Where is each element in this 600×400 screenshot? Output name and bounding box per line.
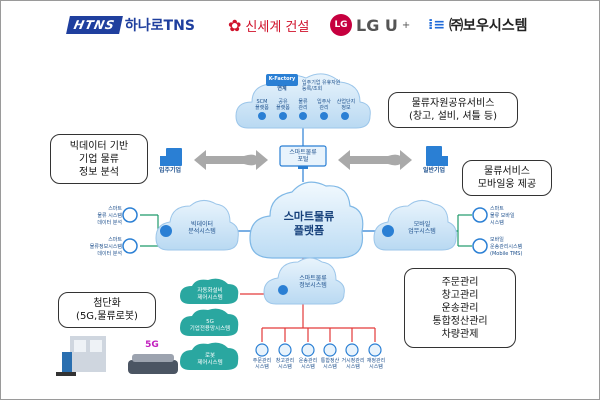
- bottom-system-icons: [255, 343, 382, 357]
- bubble-line: 모바일웅 제공: [477, 179, 537, 190]
- left-item-label: 스마트 물류정보시스템 데이터 분석: [89, 237, 122, 257]
- robot-illustration: [128, 354, 178, 374]
- green-pill-5g: 5G 기업전용망시스템: [189, 319, 231, 332]
- boo-system-logo: ⁞≡ ㈜보우시스템: [428, 14, 527, 36]
- top-cloud-note-2: 등록/조회: [302, 86, 323, 92]
- bubble-line: 물류서비스: [484, 166, 530, 177]
- bubble-line: (창고, 설비, 셔틀 등): [408, 111, 498, 122]
- bottom-cloud-label: 스마트물류 정보시스템: [299, 275, 327, 289]
- logo-row: HTNS 하나로TNS ✿ 신세계 건설 LG LG U+ ⁞≡ ㈜보우시스템: [0, 0, 600, 52]
- top-cloud-item: 공유 플랫폼: [276, 99, 290, 111]
- left-cloud-label: 빅데이터 분석시스템: [188, 221, 216, 235]
- top-cloud-item: 입주사 관리: [317, 99, 331, 111]
- bottom-connectors: [240, 258, 376, 342]
- center-cloud-line-2: 플랫폼: [293, 224, 325, 237]
- left-cloud: [155, 200, 239, 251]
- bubble-line: 창고관리: [441, 289, 479, 301]
- right-double-arrow: [338, 150, 412, 170]
- right-cloud-gear-icon: [382, 225, 394, 237]
- center-cloud: [249, 181, 364, 259]
- bottom-system-label: 주문관리 시스템: [252, 358, 272, 370]
- lg-uplus-plus: +: [401, 19, 411, 31]
- k-factory-title: K-Factory: [268, 76, 296, 82]
- k-factory-badge: [266, 74, 298, 86]
- top-cloud-note-1: 입주기업 유휴자원: [302, 80, 341, 86]
- top-cloud: [235, 73, 371, 129]
- forklift-illustration: [56, 336, 106, 376]
- right-cloud-label: 모바일 업무시스템: [408, 221, 436, 235]
- bubble-line: 빅데이터 기반: [69, 140, 129, 152]
- lg-uplus-logo: LG LG U+: [330, 14, 410, 36]
- portal-label: 스마트물류 포털: [289, 149, 317, 163]
- top-cloud-item: 산업단지 정보: [336, 99, 356, 111]
- bubble-line: 기업 물류: [79, 153, 119, 165]
- right-item-label: 모바일 운송관리시스템 (Mobile TMS): [490, 237, 523, 257]
- center-cloud-line-1: 스마트물류: [283, 210, 335, 223]
- top-cloud-item: 물류 관리: [298, 99, 308, 111]
- bubble-advanced: 첨단화 (5G,물류로봇): [58, 292, 156, 328]
- boo-mark-icon: ⁞≡: [428, 17, 446, 33]
- hanaro-tns-name: 하나로TNS: [124, 18, 195, 34]
- lg-circle-icon: LG: [330, 14, 352, 36]
- bubble-line: 정보 분석: [79, 166, 119, 178]
- green-pill-automation: 자동화설비 제어시스템: [197, 288, 223, 301]
- tenant-left-label: 입주기업: [158, 167, 182, 174]
- shinsegae-flower-icon: ✿: [228, 15, 242, 35]
- top-cloud-circles: [258, 112, 349, 120]
- right-cloud: [373, 200, 457, 251]
- building-icon-right: [426, 146, 448, 166]
- bubble-big-data: 빅데이터 기반 기업 물류 정보 분석: [50, 134, 148, 184]
- shinsegae-name: 신세계 건설: [245, 19, 310, 35]
- bottom-system-label: 운송관리 시스템: [298, 358, 318, 370]
- bottom-system-label: 재정관리 시스템: [366, 358, 386, 370]
- bubble-line: 통합정산관리: [432, 315, 488, 327]
- top-cloud-item: SCM 플랫폼: [255, 99, 269, 111]
- bottom-system-label: 통합정산 시스템: [320, 358, 340, 370]
- bubble-line: 첨단화: [93, 298, 121, 309]
- left-double-arrow: [194, 150, 268, 170]
- left-connectors: [140, 214, 159, 247]
- lg-uplus-name: LG U: [356, 15, 398, 35]
- left-cloud-gear-icon: [160, 225, 172, 237]
- bottom-system-label: 창고관리 시스템: [275, 358, 295, 370]
- tenant-right-label: 일반기업: [422, 167, 446, 174]
- bubble-line: 운송관리: [441, 302, 479, 314]
- htns-logo: HTNS 하나로TNS: [66, 14, 195, 36]
- bubble-line: 차량관제: [441, 328, 479, 340]
- green-clouds: [180, 278, 239, 370]
- bottom-system-label: 거시정관리 시스템: [341, 358, 365, 370]
- left-item-label: 스마트 물류 시스템 데이터 분석: [97, 206, 122, 226]
- bubble-line: 주문관리: [441, 276, 479, 288]
- right-item-label: 스마트 물류 모바일 시스템: [490, 206, 515, 226]
- shinsegae-logo: ✿ 신세계 건설: [228, 14, 309, 36]
- bottom-cloud-gear-icon: [278, 285, 288, 295]
- bubble-line: (5G,물류로봇): [76, 311, 138, 322]
- bubble-line: 물류자원공유서비스: [411, 98, 495, 109]
- bubble-mobile-service: 물류서비스 모바일웅 제공: [462, 160, 552, 196]
- left-item-icons: [122, 207, 138, 254]
- bubble-management-list: 주문관리 창고관리 운송관리 통합정산관리 차량관제: [404, 268, 516, 348]
- k-factory-subtitle: 연계: [277, 86, 287, 92]
- bubble-resource-sharing: 물류자원공유서비스 (창고, 설비, 셔틀 등): [388, 92, 518, 128]
- right-item-icons: [472, 207, 488, 254]
- green-pill-robot: 로봇 제어시스템: [197, 353, 223, 366]
- center-cloud-title: 스마트물류 플랫폼: [262, 210, 356, 238]
- fiveg-label: 5G: [145, 340, 159, 350]
- boo-system-name: ㈜보우시스템: [449, 18, 528, 34]
- building-icon-left: [160, 148, 182, 166]
